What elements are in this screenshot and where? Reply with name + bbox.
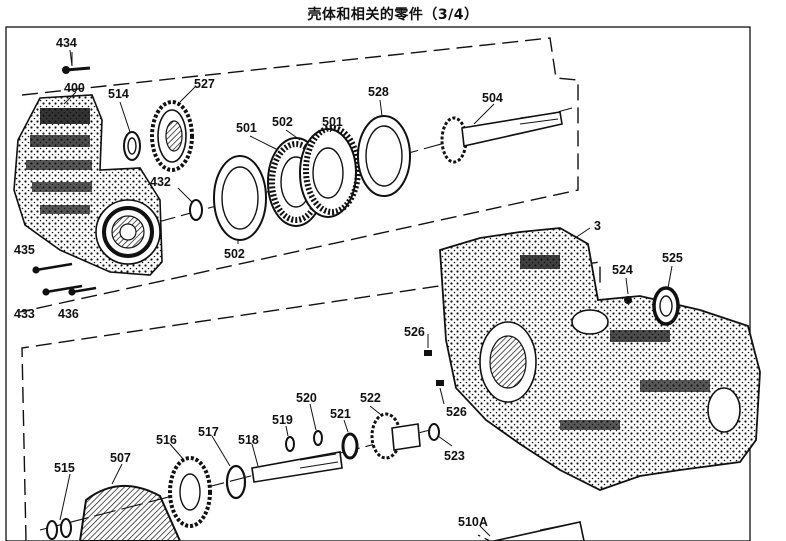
callout-504: 504 bbox=[482, 91, 503, 105]
callout-432: 432 bbox=[150, 175, 171, 189]
part-526-pin-upper bbox=[424, 350, 432, 356]
page-title: 壳体和相关的零件（3/4） bbox=[307, 7, 479, 23]
callout-522: 522 bbox=[360, 391, 381, 405]
part-517-snap-ring bbox=[225, 464, 247, 500]
callout-516: 516 bbox=[156, 433, 177, 447]
shaft-guide-line bbox=[477, 534, 491, 541]
part-527-sprocket bbox=[150, 100, 194, 172]
callout-526-a: 526 bbox=[404, 325, 425, 339]
callout-501-a: 501 bbox=[236, 121, 257, 135]
callout-400: 400 bbox=[64, 81, 85, 95]
callout-524: 524 bbox=[612, 263, 633, 277]
part-521-bearing bbox=[341, 432, 359, 460]
callout-514: 514 bbox=[108, 87, 129, 101]
part-525-seal bbox=[652, 286, 680, 326]
part-435-bolt bbox=[32, 262, 73, 274]
callout-510a: 510A bbox=[458, 515, 488, 529]
part-507-drive-chain bbox=[78, 485, 182, 541]
part-432-washer bbox=[189, 199, 203, 221]
callout-520: 520 bbox=[296, 391, 317, 405]
part-436-bolt bbox=[68, 286, 97, 296]
callout-519: 519 bbox=[272, 413, 293, 427]
part-400-case-cover bbox=[13, 94, 163, 276]
part-514-bearing bbox=[123, 131, 141, 161]
callout-526-b: 526 bbox=[446, 405, 467, 419]
lower-group-outline bbox=[21, 261, 601, 541]
part-501-502-clutch-pack bbox=[267, 125, 361, 227]
callout-528: 528 bbox=[368, 85, 389, 99]
part-523-ring bbox=[428, 423, 440, 441]
callout-521: 521 bbox=[330, 407, 351, 421]
callout-507: 507 bbox=[110, 451, 131, 465]
callout-523: 523 bbox=[444, 449, 465, 463]
callout-435: 435 bbox=[14, 243, 35, 257]
callout-502-a: 502 bbox=[272, 115, 293, 129]
callout-502-b: 502 bbox=[224, 247, 245, 261]
part-519-ring bbox=[285, 436, 295, 452]
part-522-gear bbox=[370, 412, 421, 460]
part-528-plate bbox=[357, 115, 411, 197]
part-502-plate-lower bbox=[213, 155, 267, 241]
callout-3: 3 bbox=[594, 219, 601, 233]
callout-515: 515 bbox=[54, 461, 75, 475]
callout-433: 433 bbox=[14, 307, 35, 321]
part-524-bolt bbox=[624, 296, 632, 304]
part-516-sprocket bbox=[168, 456, 212, 528]
part-433-bolt bbox=[42, 284, 83, 296]
part-515-washer bbox=[46, 518, 72, 540]
callout-517: 517 bbox=[198, 425, 219, 439]
part-504-shaft bbox=[440, 111, 563, 164]
callout-434: 434 bbox=[56, 36, 77, 50]
callout-501-b: 501 bbox=[322, 115, 343, 129]
callout-525: 525 bbox=[662, 251, 683, 265]
leader-lines bbox=[59, 49, 673, 537]
callout-518: 518 bbox=[238, 433, 259, 447]
part-3-transmission-case bbox=[439, 227, 761, 491]
part-518-shaft bbox=[251, 451, 343, 483]
callout-527: 527 bbox=[194, 77, 215, 91]
part-434-bolt bbox=[62, 52, 91, 74]
frame-border bbox=[5, 26, 751, 541]
upper-group-outline bbox=[19, 37, 579, 313]
part-520-ring bbox=[313, 430, 323, 446]
part-526-pin-lower bbox=[436, 380, 444, 386]
callout-436: 436 bbox=[58, 307, 79, 321]
part-510a-shaft bbox=[493, 521, 585, 541]
